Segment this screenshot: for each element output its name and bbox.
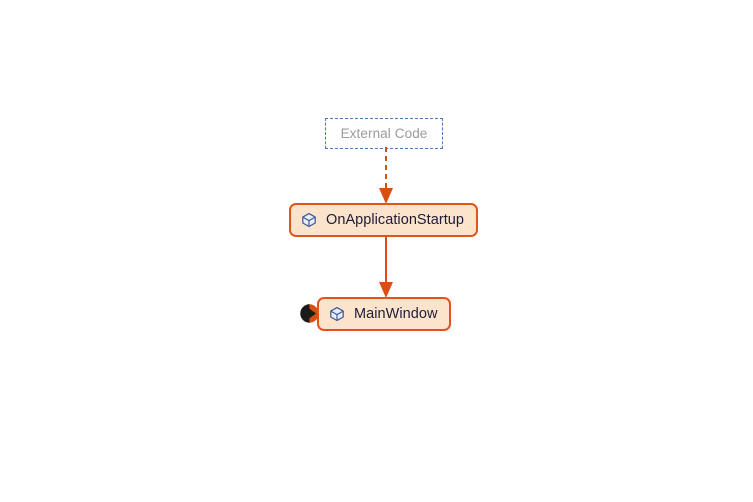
cube-icon [330, 306, 344, 322]
node-external-code[interactable]: External Code [325, 118, 443, 149]
cube-icon [302, 212, 316, 228]
node-on-application-startup[interactable]: OnApplicationStartup [289, 203, 478, 237]
node-main-window-label: MainWindow [354, 306, 438, 322]
node-main-window[interactable]: MainWindow [317, 297, 451, 331]
node-external-code-label: External Code [340, 126, 428, 141]
arrowhead-icon [379, 188, 393, 204]
edge-on-application-startup-to-main-window[interactable] [371, 235, 401, 299]
arrowhead-icon [379, 282, 393, 298]
edge-external-code-to-on-application-startup[interactable] [371, 147, 401, 205]
current-execution-marker-icon[interactable] [299, 303, 320, 324]
node-on-application-startup-label: OnApplicationStartup [326, 212, 465, 228]
